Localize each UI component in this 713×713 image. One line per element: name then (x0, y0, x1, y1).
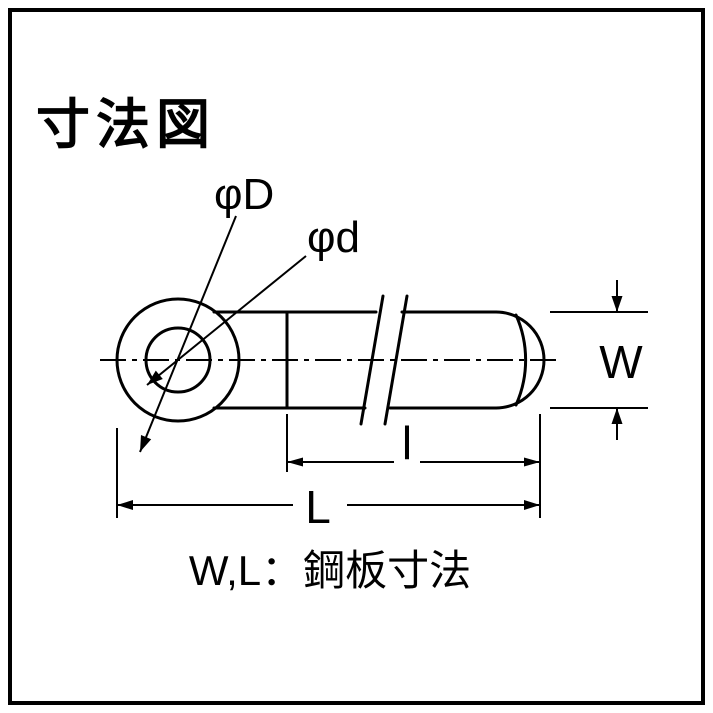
dim-L-arrow-right (524, 500, 540, 510)
note-text: W,L：鋼板寸法 (189, 547, 471, 594)
inner-diameter-label: φd (307, 213, 360, 262)
ring-inner-circle (144, 326, 212, 394)
dim-w-arrow-top (611, 296, 623, 312)
dim-l-arrow-right (524, 457, 540, 467)
leader-inner-diameter-arrow (147, 370, 163, 385)
border-frame (8, 8, 705, 705)
outer-diameter-label: φD (214, 170, 274, 219)
dim-l-arrow-left (287, 457, 303, 467)
dim-w-arrow-bottom (611, 408, 623, 424)
ring-outer-circle (115, 297, 241, 423)
break-line-2 (383, 294, 409, 426)
break-line-1 (359, 294, 385, 426)
page-title: 寸法図 (36, 95, 216, 155)
leader-outer-diameter-arrow (140, 435, 152, 452)
barrel-length-label: l (402, 417, 412, 469)
leader-inner-diameter-line (146, 255, 307, 386)
overall-length-label: L (305, 481, 331, 533)
end-cap-seam-arc (514, 313, 528, 407)
leader-outer-diameter-line (139, 215, 237, 453)
dim-L-arrow-left (117, 500, 133, 510)
plate-width-label: W (599, 336, 643, 388)
